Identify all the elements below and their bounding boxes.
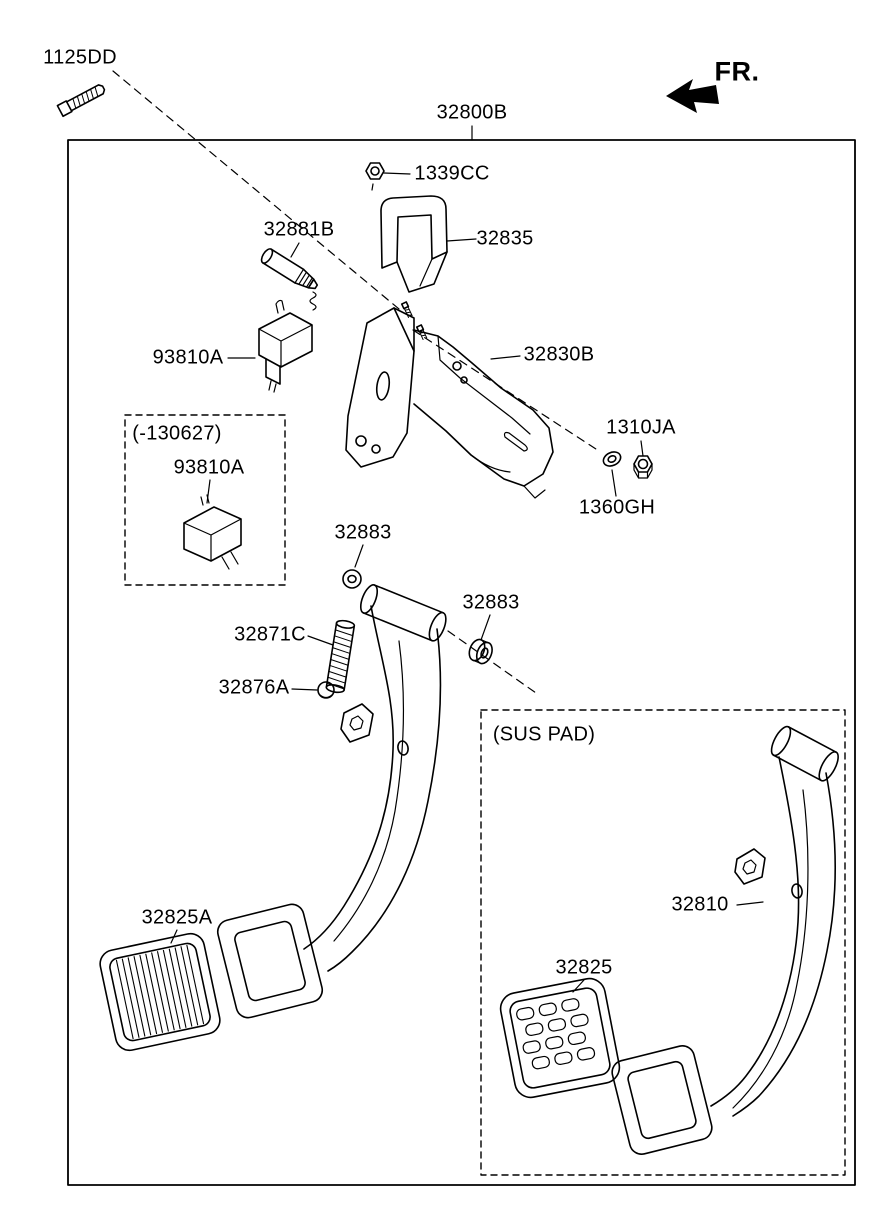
pivot-nut-drawing	[633, 455, 653, 479]
legacy-variant-dashed-box	[124, 414, 286, 586]
pin-drawing	[260, 248, 319, 290]
leader-lines	[170, 125, 764, 993]
sus-arm-tube-drawing	[770, 725, 839, 782]
bracket-screw-a	[400, 301, 413, 318]
part-label-pedal-bracket: 32830B	[523, 343, 595, 366]
part-label-sus-pad: 32825	[555, 956, 613, 979]
sus-rubber-pad-drawing	[499, 977, 621, 1099]
fr-direction-label: FR.	[714, 56, 760, 87]
sus-pedal-plate-drawing	[611, 1045, 713, 1155]
part-label-pivot-nut: 1310JA	[606, 416, 676, 439]
sus-pedal-arm-drawing	[710, 756, 836, 1117]
part-label-stopper-bracket: 32835	[476, 227, 534, 250]
spring-seat-drawing	[340, 703, 374, 743]
assembly-boundary-box	[67, 139, 856, 1186]
assembly-axis-dashed-lines	[112, 70, 597, 694]
bolt-drawing	[56, 84, 106, 118]
part-label-bushing-lower: 32883	[462, 591, 520, 614]
legacy-switch-drawing	[183, 494, 242, 570]
part-label-legacy-switch: 93810A	[173, 456, 245, 479]
pedal-stopper-drawing	[317, 681, 335, 699]
pedal-plate-drawing	[216, 903, 324, 1019]
legacy-range-caption: (-130627)	[132, 422, 222, 445]
sus-pad-slots	[516, 998, 596, 1070]
part-label-spring: 32871C	[234, 623, 306, 646]
part-label-pad-main: 32825A	[141, 906, 213, 929]
part-label-bolt: 1125DD	[43, 46, 117, 69]
fr-direction-arrow-icon	[666, 79, 719, 113]
part-label-bushing-upper: 32883	[334, 521, 392, 544]
pivot-washer-drawing	[602, 451, 622, 467]
spring-drawing	[325, 619, 356, 694]
stop-switch-drawing	[258, 299, 313, 393]
part-label-sus-arm: 32810	[671, 893, 729, 916]
bracket-screw-b	[415, 324, 428, 341]
part-label-pivot-washer: 1360GH	[578, 496, 656, 519]
rubber-pad-main-drawing	[99, 932, 221, 1052]
pin-coil-detail	[309, 291, 317, 311]
part-label-small-nut: 1339CC	[414, 162, 490, 185]
small-nut-drawing	[365, 162, 385, 191]
bushing-lower-drawing	[468, 638, 493, 665]
part-label-assembly: 32800B	[436, 101, 508, 124]
part-label-stop-switch: 93810A	[152, 346, 224, 369]
pedal-arm-drawing	[303, 605, 442, 972]
part-label-pin: 32881B	[263, 218, 335, 241]
sus-spring-seat-drawing	[734, 848, 766, 885]
stopper-bracket-drawing	[380, 195, 448, 293]
part-label-stopper: 32876A	[218, 676, 290, 699]
sus-pad-dashed-box	[480, 709, 846, 1176]
sus-pad-caption: (SUS PAD)	[492, 723, 596, 746]
pivot-tube-drawing	[359, 584, 447, 642]
pedal-bracket-drawing	[345, 307, 554, 499]
bushing-upper-drawing	[342, 569, 362, 589]
